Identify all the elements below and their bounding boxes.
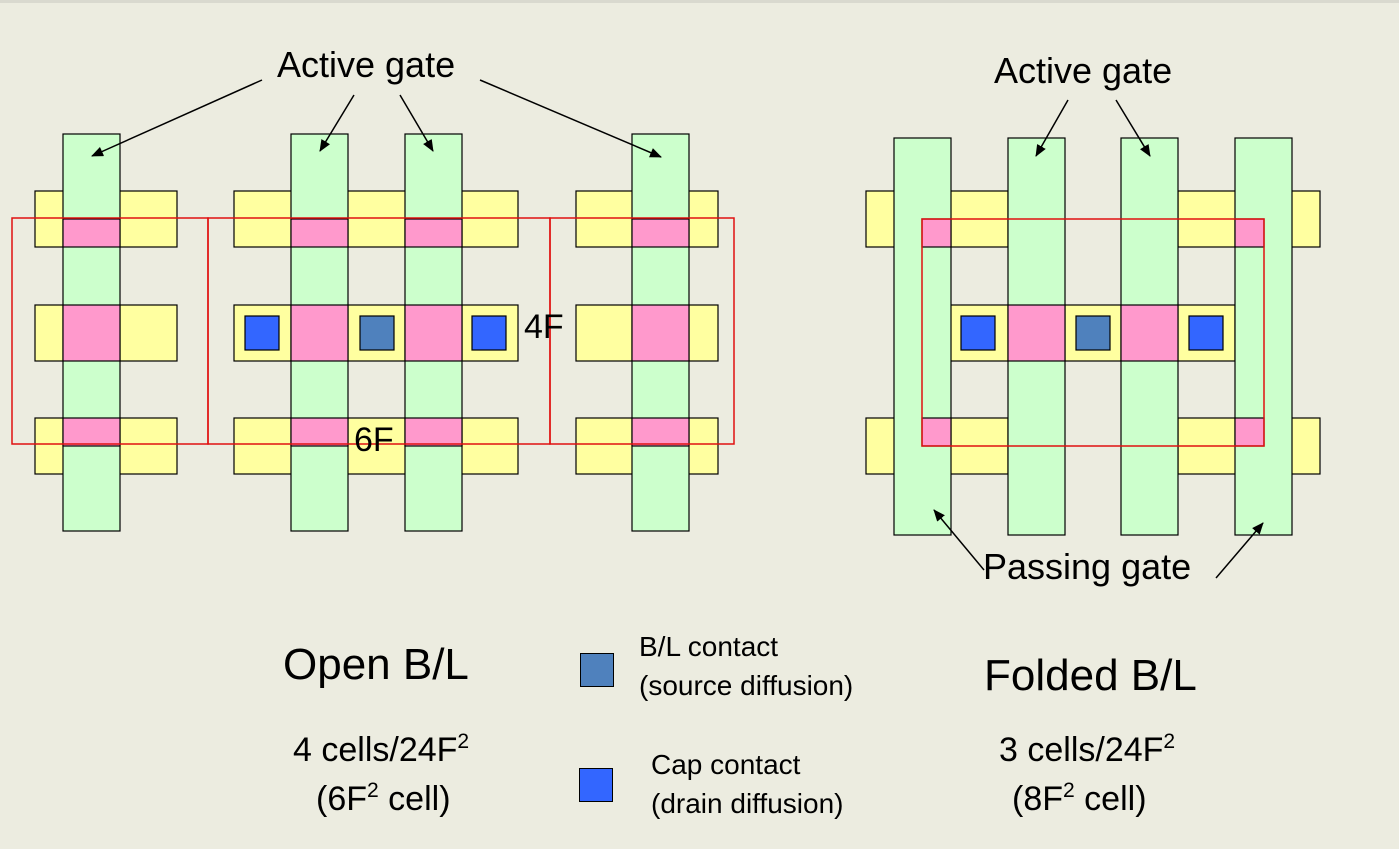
folded-cell-outline bbox=[921, 218, 1265, 447]
bl-contact bbox=[1075, 315, 1111, 351]
bl-contact bbox=[359, 315, 395, 351]
folded-bl-title: Folded B/L bbox=[984, 651, 1197, 700]
cap-contact-legend-swatch bbox=[579, 768, 613, 802]
dimension-6f-label: 6F bbox=[354, 421, 394, 459]
open-bl-layout bbox=[34, 133, 719, 532]
cap-contact-legend-line1: Cap contact bbox=[651, 749, 801, 780]
cap-contact bbox=[471, 315, 507, 351]
folded-bl-cell-size: (8F2 cell) bbox=[1012, 778, 1147, 818]
gate-overlaps bbox=[62, 218, 690, 447]
open-cell-outlines bbox=[11, 217, 735, 445]
open-bl-cell-size: (6F2 cell) bbox=[316, 778, 451, 818]
open-bl-cell-count: 4 cells/24F2 bbox=[293, 729, 470, 769]
cap-contact bbox=[960, 315, 996, 351]
cap-contact bbox=[1188, 315, 1224, 351]
top-border bbox=[0, 0, 1399, 3]
cap-contact-legend-text: Cap contact (drain diffusion) bbox=[651, 745, 843, 823]
folded-bl-layout bbox=[865, 137, 1321, 536]
open-bl-title: Open B/L bbox=[283, 640, 469, 689]
cap-contact bbox=[244, 315, 280, 351]
bl-contact-legend-line1: B/L contact bbox=[639, 631, 779, 662]
dimension-4f-label: 4F bbox=[524, 308, 564, 346]
bl-contact-legend-line2: (source diffusion) bbox=[639, 670, 854, 701]
gate-overlaps bbox=[921, 218, 1265, 447]
bl-contact-legend-swatch bbox=[580, 653, 614, 687]
active-gate-label-left: Active gate bbox=[277, 44, 456, 85]
bl-contact-legend-text: B/L contact (source diffusion) bbox=[639, 627, 853, 705]
cap-contact-legend-line2: (drain diffusion) bbox=[651, 788, 844, 819]
active-gate-label-right: Active gate bbox=[994, 50, 1173, 91]
annotation-arrows bbox=[91, 79, 1264, 579]
passing-gate-label: Passing gate bbox=[983, 546, 1192, 587]
folded-bl-cell-count: 3 cells/24F2 bbox=[999, 729, 1176, 769]
